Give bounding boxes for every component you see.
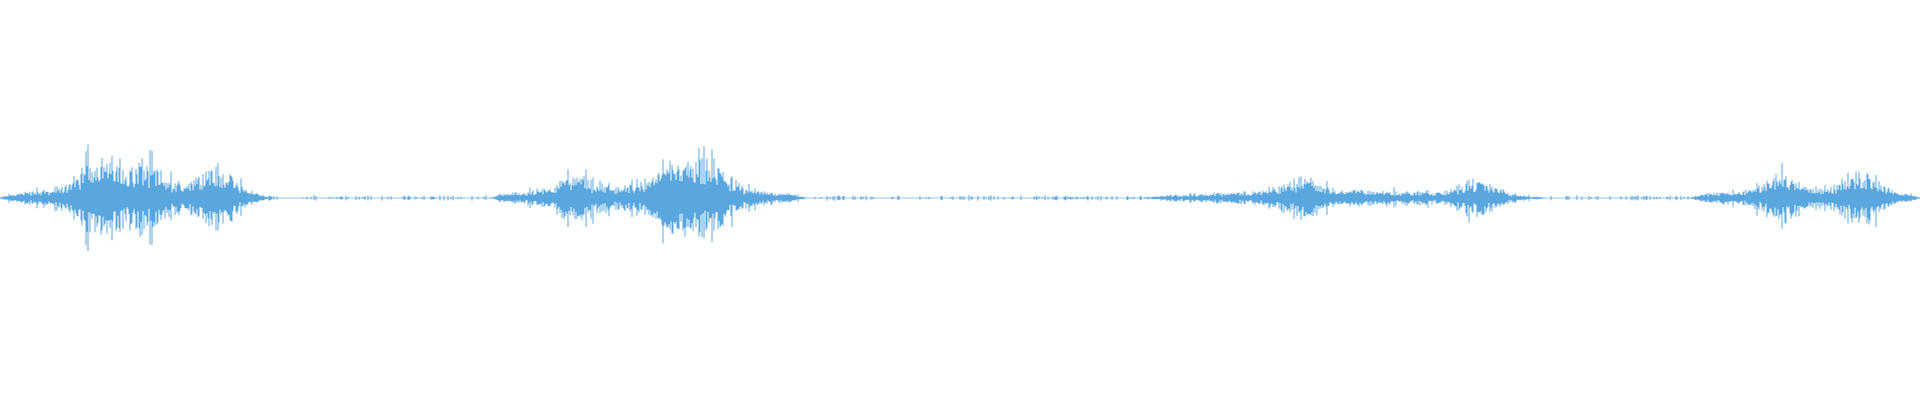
audio-waveform — [0, 144, 1920, 252]
waveform-view — [0, 144, 1920, 252]
